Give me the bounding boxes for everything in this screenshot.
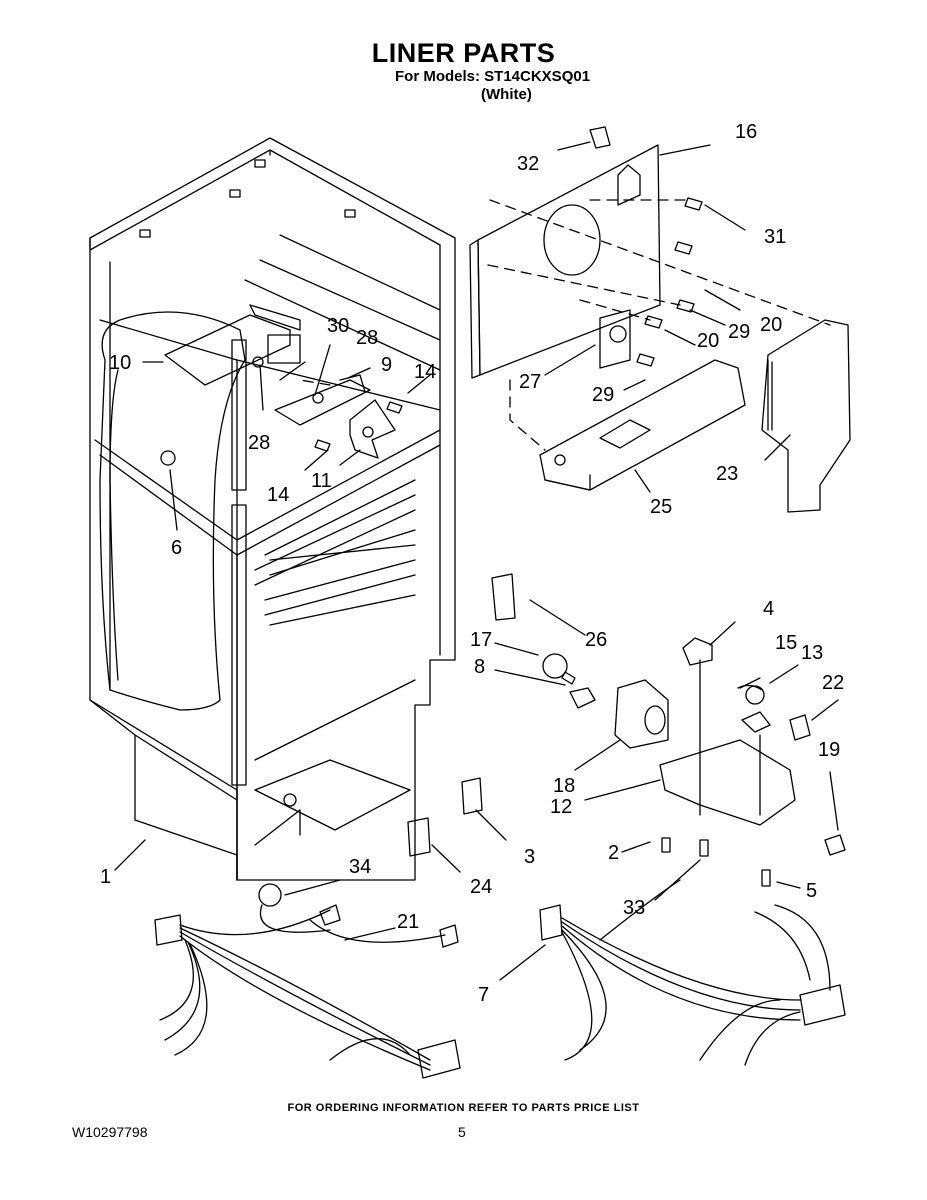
- callout-26: 26: [585, 629, 608, 651]
- rear-air-duct-cover: [469, 126, 661, 379]
- callout-21: 21: [397, 911, 420, 933]
- models-line: For Models: ST14CKXSQ01: [395, 68, 591, 85]
- callout-28-upper: 28: [356, 327, 379, 349]
- callout-20-left: 20: [697, 330, 720, 352]
- callout-22: 22: [822, 672, 845, 694]
- light-assembly: [407, 573, 846, 887]
- liner-cabinet: [89, 137, 456, 881]
- evaporator-fan-assembly: [164, 304, 403, 459]
- callout-33: 33: [623, 897, 646, 919]
- callout-34: 34: [349, 856, 372, 878]
- callout-12: 12: [550, 796, 573, 818]
- callout-30: 30: [327, 315, 350, 337]
- callout-31: 31: [764, 226, 787, 248]
- callout-18: 18: [553, 775, 576, 797]
- callout-5: 5: [806, 880, 818, 902]
- air-grille: [539, 359, 746, 491]
- ordering-note: FOR ORDERING INFORMATION REFER TO PARTS …: [287, 1102, 640, 1114]
- document-number: W10297798: [72, 1124, 148, 1140]
- control-housing: [761, 319, 851, 513]
- callout-17: 17: [470, 629, 493, 651]
- screws: [636, 197, 703, 367]
- callout-3: 3: [524, 846, 536, 868]
- color-variant: (White): [481, 86, 532, 103]
- callout-16: 16: [735, 121, 758, 143]
- callout-29-upper: 29: [728, 321, 751, 343]
- wire-harnesses: [154, 879, 846, 1079]
- page-title: LINER PARTS: [371, 38, 556, 68]
- leader-lines: [114, 141, 839, 981]
- callout-19: 19: [818, 739, 841, 761]
- callout-13: 13: [801, 642, 824, 664]
- callout-9: 9: [381, 354, 393, 376]
- callout-2: 2: [608, 842, 620, 864]
- callout-6: 6: [171, 537, 183, 559]
- alignment-lines: [299, 199, 831, 451]
- page-number: 5: [458, 1124, 466, 1140]
- callout-10: 10: [109, 352, 132, 374]
- callout-11: 11: [311, 470, 332, 492]
- callout-25: 25: [650, 496, 673, 518]
- callout-14-lower: 14: [267, 484, 290, 506]
- callout-8: 8: [474, 656, 486, 678]
- callout-7: 7: [478, 984, 490, 1006]
- callout-29-lower: 29: [592, 384, 615, 406]
- callout-28-lower: 28: [248, 432, 271, 454]
- callout-15: 15: [775, 632, 798, 654]
- callout-23: 23: [716, 463, 739, 485]
- callout-24: 24: [470, 876, 493, 898]
- callout-1: 1: [100, 866, 112, 888]
- callout-32: 32: [517, 153, 540, 175]
- callout-14-upper: 14: [414, 361, 437, 383]
- callout-4: 4: [763, 598, 775, 620]
- callout-20-right: 20: [760, 314, 783, 336]
- callout-27: 27: [519, 371, 542, 393]
